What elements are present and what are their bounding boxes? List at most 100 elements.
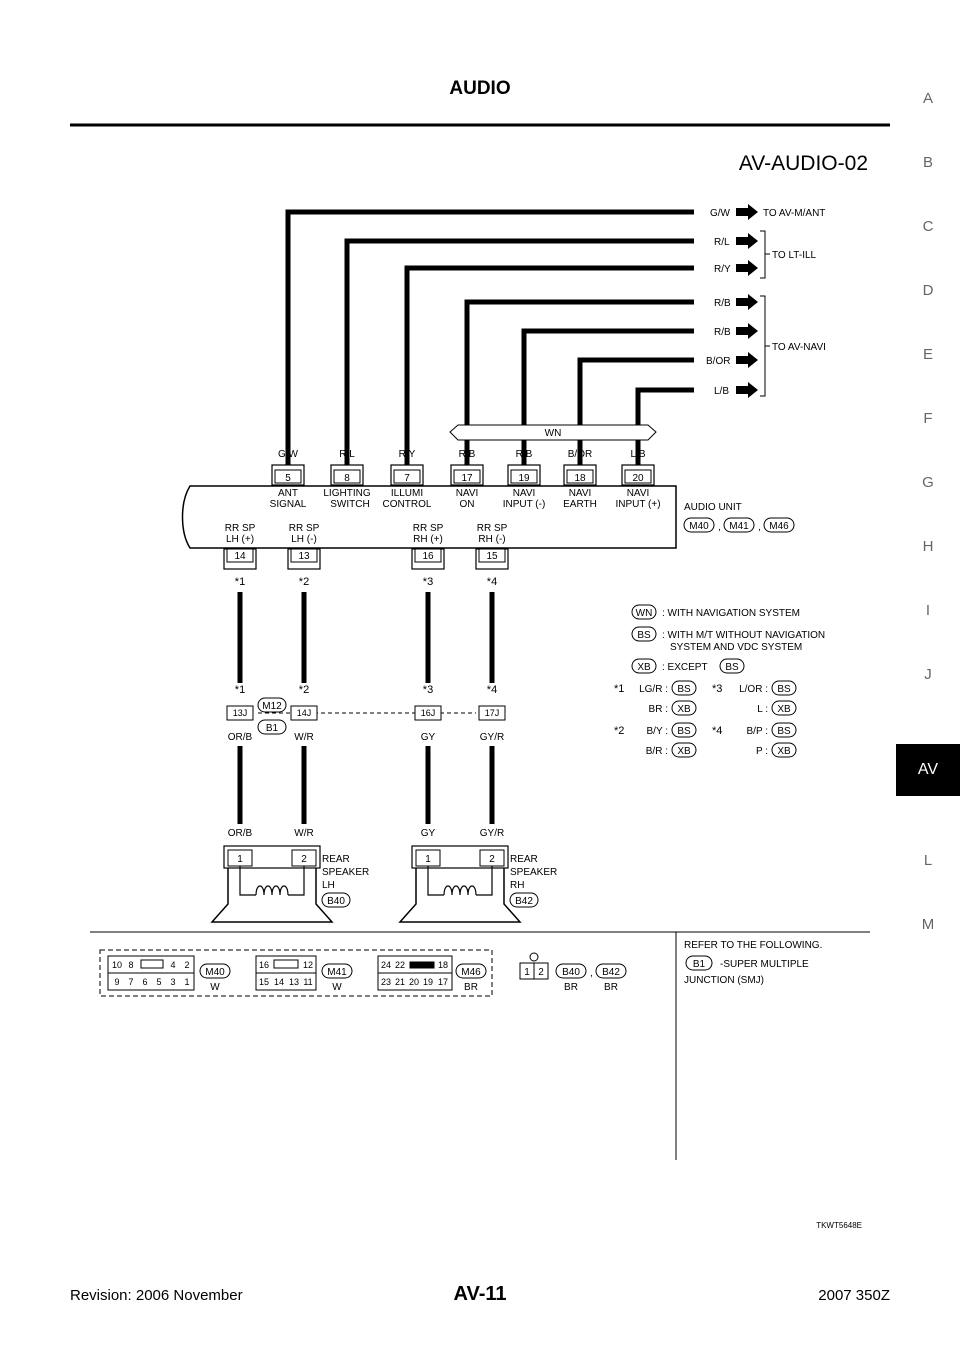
section-tab-m[interactable]: M (921, 916, 935, 933)
legend-text: : WITH NAVIGATION SYSTEM (662, 608, 800, 619)
section-tab-d[interactable]: D (922, 282, 934, 299)
audio-unit-connectors: M40 , M41 , M46 (683, 517, 795, 533)
legend-color: LG/R : (639, 684, 668, 695)
pin-number: 13 (298, 551, 310, 562)
legend-code: BS (637, 630, 651, 641)
connector-id: B40 (562, 967, 580, 978)
section-tab-f[interactable]: F (923, 410, 933, 427)
audio-unit-body (181, 485, 677, 549)
legend-text: SYSTEM AND VDC SYSTEM (670, 642, 802, 653)
wire-color: OR/B (228, 828, 253, 839)
connector-color: BR (604, 982, 618, 993)
audio-unit-label: AUDIO UNIT (684, 502, 742, 513)
component-name: SPEAKER (322, 867, 369, 878)
junction-pin: 17J (485, 708, 500, 718)
output-color: R/B (714, 298, 731, 309)
wire-color: B/OR (568, 449, 592, 460)
section-tab-l[interactable]: L (923, 852, 933, 869)
star-ref: *3 (423, 684, 433, 696)
pin-name: INPUT (+) (615, 499, 660, 510)
pin-number: 1 (524, 967, 530, 978)
pin-number: 14 (234, 551, 246, 562)
speaker-wires (237, 592, 495, 824)
pin-name: NAVI (456, 488, 479, 499)
connector-id: M40 (689, 521, 709, 532)
pin-name: SWITCH (330, 499, 369, 510)
star-ref: *4 (712, 725, 722, 737)
pin-name: RR SP (413, 523, 444, 534)
section-tab-j[interactable]: J (924, 666, 932, 683)
star-ref: *3 (712, 683, 722, 695)
section-tab-av[interactable]: AV (896, 744, 960, 796)
component-name: SPEAKER (510, 867, 557, 878)
legend-color: P : (756, 746, 768, 757)
pin-number: 8 (128, 960, 133, 970)
connector-id: B1 (266, 723, 279, 734)
connector-id: M40 (205, 967, 225, 978)
pin-number: 5 (285, 473, 291, 484)
legend-text: : EXCEPT (662, 662, 708, 673)
star-ref: *2 (299, 684, 309, 696)
star-ref: *2 (299, 576, 309, 588)
section-tab-h[interactable]: H (922, 538, 934, 555)
wire-color: GY (421, 828, 436, 839)
pin-name: RH (+) (413, 534, 443, 545)
wn-band (449, 424, 657, 441)
connector-color: BR (464, 982, 478, 993)
pin-name: EARTH (563, 499, 597, 510)
pin-number: 22 (395, 960, 405, 970)
footer-revision: Revision: 2006 November (70, 1287, 243, 1304)
star-ref: *2 (614, 725, 624, 737)
pin-number: 6 (142, 977, 147, 987)
refer-block: REFER TO THE FOLLOWING. B1 -SUPER MULTIP… (684, 940, 822, 986)
wire-color: W/R (294, 828, 313, 839)
connector-id: M41 (327, 967, 347, 978)
pin-number: 12 (303, 960, 313, 970)
arrow-icon (736, 323, 758, 339)
audio-pin: R/B 19 (507, 449, 541, 486)
refer-title: REFER TO THE FOLLOWING. (684, 940, 822, 951)
section-tab-a[interactable]: A (922, 90, 933, 107)
speaker-rh: GY GY/R 1 2 REAR SPEAKER RH B42 (398, 828, 557, 923)
legend-code: WN (636, 608, 653, 619)
legend-color: B/P : (747, 726, 769, 737)
arrow-icon (736, 204, 758, 220)
pin-number: 2 (538, 967, 544, 978)
pin-name: ILLUMI (391, 488, 423, 499)
audio-top-pins: G/W 5 R/L 8 R/Y 7 R/B 17 R/B 19 (271, 449, 655, 486)
junction-pin: 14J (297, 708, 312, 718)
pin-name: ANT (278, 488, 298, 499)
legend-code: BS (677, 684, 691, 695)
pin-number: 14 (274, 977, 284, 987)
wire-color: R/Y (399, 449, 416, 460)
legend-text: : WITH M/T WITHOUT NAVIGATION (662, 630, 825, 641)
av-navi-bracket (760, 295, 770, 397)
wire-color: L/B (630, 449, 645, 460)
legend-code: XB (677, 704, 691, 715)
section-tab-g[interactable]: G (922, 474, 934, 491)
separator: , (718, 522, 721, 533)
pin-name: SIGNAL (270, 499, 307, 510)
speaker-lh: OR/B W/R 1 2 REAR SPEAKER LH B40 (210, 828, 369, 923)
audio-pin: R/L 8 (330, 449, 364, 486)
pin-number: 4 (170, 960, 175, 970)
connector-id: M41 (729, 521, 749, 532)
pin-number: 15 (259, 977, 269, 987)
connector-view-b40: 1 2 B40 , B42 BR BR (519, 952, 627, 993)
refer-text: -SUPER MULTIPLE (720, 959, 809, 970)
component-name: RH (510, 880, 524, 891)
junction-pin: 13J (233, 708, 248, 718)
section-tab-e[interactable]: E (922, 346, 933, 363)
wire-color: GY (421, 732, 436, 743)
connector-view-m40: 10 8 4 2 9 7 6 5 3 1 M40 W (107, 955, 231, 993)
output-dest: TO AV-M/ANT (763, 208, 825, 219)
section-tab-b[interactable]: B (922, 154, 933, 171)
star-ref: *1 (614, 683, 624, 695)
pin-name: INPUT (-) (503, 499, 546, 510)
section-tab-i[interactable]: I (925, 602, 931, 619)
section-tab-c[interactable]: C (922, 218, 934, 235)
wire-color: G/W (278, 449, 299, 460)
legend-code: XB (777, 704, 791, 715)
component-name: REAR (322, 854, 350, 865)
arrow-icon (736, 382, 758, 398)
